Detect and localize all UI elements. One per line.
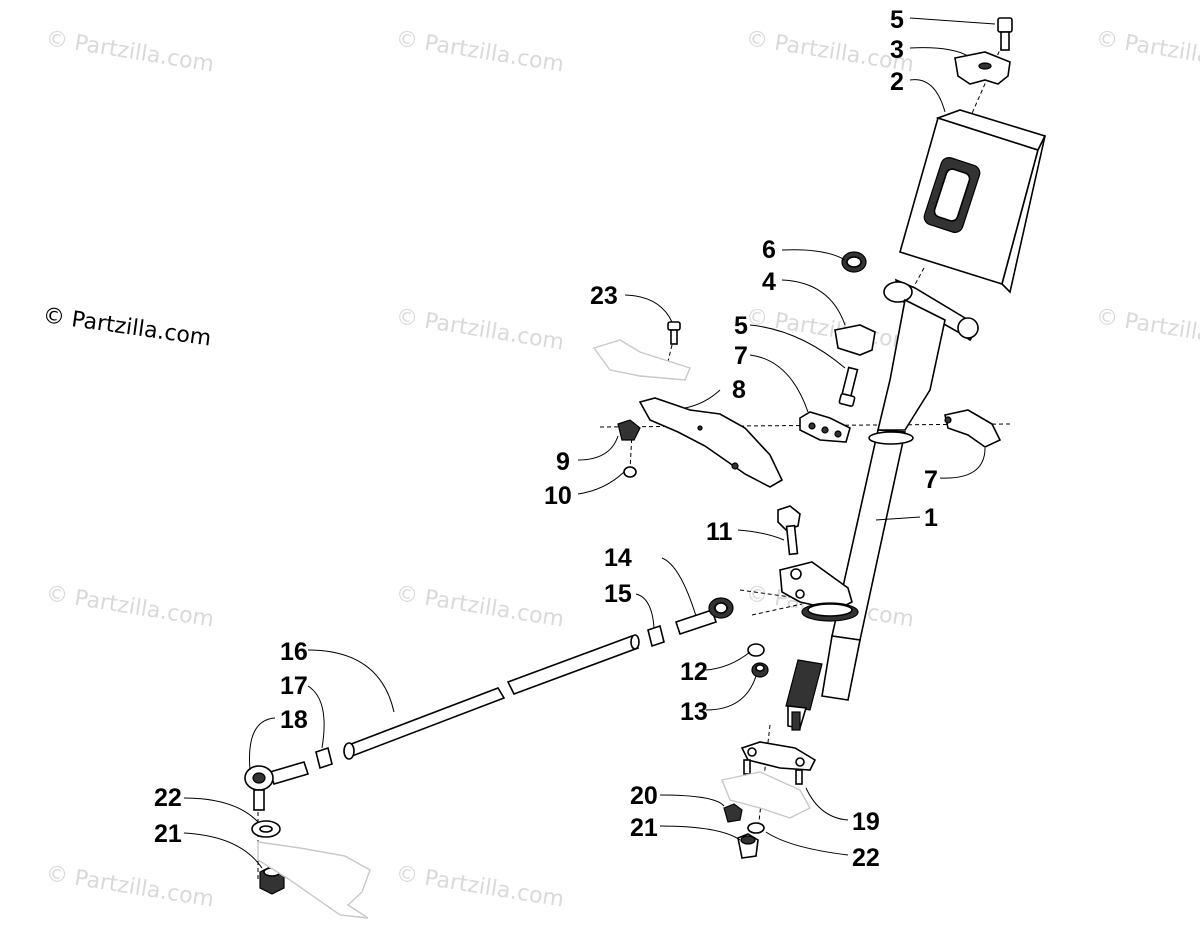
clamp-cap	[954, 51, 1011, 85]
callout-7-right: 7	[924, 466, 938, 494]
jam-nut-lower	[315, 746, 333, 770]
callout-10: 10	[544, 482, 572, 510]
leader-lines	[183, 17, 996, 869]
callout-19: 19	[852, 808, 880, 836]
spindle-arm-outline	[257, 841, 371, 919]
callout-11: 11	[706, 518, 733, 546]
steering-post	[785, 278, 980, 731]
callout-16: 16	[280, 638, 308, 666]
watermark: © Partzilla.com	[44, 861, 216, 912]
callout-18: 18	[280, 706, 308, 734]
watermark: © Partzilla.com	[394, 861, 566, 912]
jam-nut-upper	[647, 624, 665, 648]
steering-arm	[779, 561, 859, 622]
mounting-bracket	[638, 397, 784, 488]
washer-lower-right	[747, 822, 765, 834]
lock-nut	[751, 662, 769, 678]
callout-5-lower: 5	[734, 312, 748, 340]
callout-15: 15	[604, 580, 632, 608]
callout-21-right: 21	[630, 814, 658, 842]
cap-screw	[997, 17, 1013, 51]
rod-end-lower	[244, 761, 310, 811]
callout-6: 6	[762, 236, 776, 264]
watermark: © Partzilla.com	[394, 581, 566, 632]
callout-4: 4	[762, 268, 776, 296]
callout-21: 21	[154, 820, 182, 848]
steering-post-plate	[740, 741, 817, 785]
machine-screw	[667, 321, 681, 345]
callout-23: 23	[590, 282, 618, 310]
callout-3: 3	[890, 36, 904, 64]
callout-labels: 5 3 2 6 4 23 5 7 8 9 10 7 1 11 14 15 16 …	[154, 6, 938, 872]
callout-7: 7	[734, 342, 748, 370]
watermark: © Partzilla.com	[44, 26, 216, 77]
washer-lower-left	[251, 820, 281, 838]
callout-8: 8	[732, 376, 746, 404]
nut-lower-right	[723, 803, 743, 823]
clamp-block	[834, 324, 876, 356]
washer	[623, 466, 637, 478]
callout-1: 1	[924, 504, 938, 532]
callout-14: 14	[604, 544, 632, 572]
rod-end-upper	[674, 597, 734, 636]
watermark: © Partzilla.com	[744, 304, 916, 355]
lock-washer	[747, 643, 765, 657]
callout-22-right: 22	[852, 844, 880, 872]
watermark: © Partzilla.com	[1094, 26, 1200, 77]
callout-12: 12	[680, 658, 708, 686]
steering-pad	[899, 109, 1047, 294]
tie-rod	[343, 634, 640, 760]
callout-17: 17	[280, 672, 308, 700]
callout-5: 5	[890, 6, 904, 34]
callout-9: 9	[556, 448, 570, 476]
cap-nut	[617, 419, 641, 441]
callout-22: 22	[154, 784, 182, 812]
callout-13: 13	[680, 698, 708, 726]
callout-20: 20	[630, 782, 658, 810]
watermark: © Partzilla.com	[394, 304, 566, 355]
bushing	[841, 251, 867, 273]
callout-2: 2	[890, 68, 904, 96]
frame-plate-outline	[721, 771, 811, 819]
copyright-notice: © Partzilla.com	[41, 303, 213, 351]
lock-nut-lower-right	[737, 833, 759, 859]
watermark: © Partzilla.com	[394, 26, 566, 77]
wire-clip-right	[944, 409, 1002, 448]
watermark: © Partzilla.com	[44, 581, 216, 632]
frame-bracket-outline	[592, 339, 691, 381]
wire-clip-left	[799, 411, 851, 443]
hex-bolt	[777, 505, 801, 556]
watermark: © Partzilla.com	[1094, 304, 1200, 355]
cap-screw-lower	[838, 366, 859, 407]
